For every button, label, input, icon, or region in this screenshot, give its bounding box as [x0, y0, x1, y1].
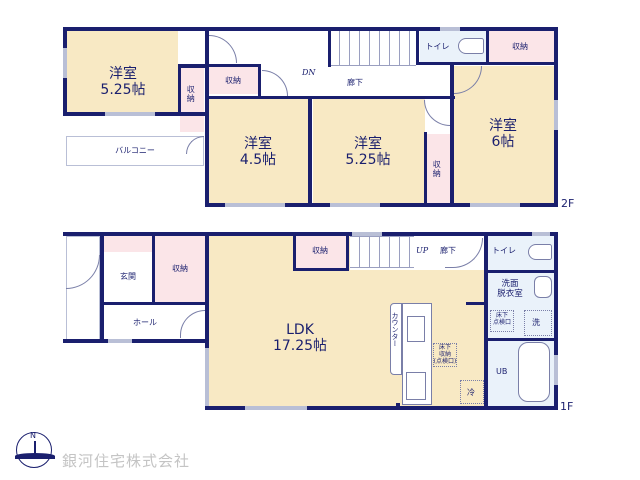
room-western-c-name: 洋室	[354, 136, 382, 152]
storage-entry	[155, 236, 205, 304]
kitchen-counter	[390, 303, 402, 375]
room-ldk-size: 17.25帖	[272, 338, 328, 355]
balcony	[66, 136, 204, 166]
entrance	[104, 252, 152, 304]
storage-2f-d	[488, 30, 554, 62]
underfloor-label-1: 床下	[438, 344, 451, 351]
toilet-1f-label: トイレ	[492, 246, 516, 255]
room-ldk-name: LDK	[286, 322, 314, 338]
washroom-label-2: 脱衣室	[497, 288, 523, 299]
room-western-c	[313, 98, 425, 204]
room-western-d-size: 6帖	[491, 134, 515, 151]
hallway-1f-label: 廊下	[440, 246, 456, 255]
toilet-2f-label: トイレ	[425, 42, 450, 51]
underfloor-label-2: 収納	[438, 350, 451, 358]
inspection-label-2: 点検口	[492, 318, 511, 326]
underfloor-storage	[433, 343, 457, 367]
storage-2f-a	[180, 66, 204, 132]
floor-label-2f: 2F	[561, 197, 575, 210]
counter-label: カウンター	[391, 312, 400, 347]
room-western-b	[208, 98, 308, 204]
hall-label: ホール	[133, 318, 157, 327]
compass-north-label: N	[30, 431, 36, 440]
toilet-icon	[458, 38, 484, 54]
stairs-1f	[350, 236, 414, 268]
storage-entry-label: 収納	[172, 264, 188, 273]
toilet-1f-icon	[528, 244, 552, 260]
storage-2f-c	[426, 134, 450, 204]
stove-icon	[406, 372, 426, 400]
storage-shoe	[104, 236, 152, 252]
storage-2f-a-label: 収納	[186, 85, 196, 103]
entrance-label: 玄関	[120, 272, 136, 281]
room-western-c-size: 5.25帖	[345, 152, 391, 169]
inspection-hatch-wash	[490, 310, 514, 332]
room-western-b-size: 4.5帖	[239, 152, 277, 169]
sink-icon	[407, 316, 425, 342]
storage-2f-d-label: 収納	[512, 42, 528, 51]
fridge-space	[460, 380, 484, 404]
room-western-d-name: 洋室	[489, 118, 517, 134]
balcony-label: バルコニー	[115, 146, 155, 155]
storage-2f-b	[208, 66, 258, 94]
room-western-b-name: 洋室	[244, 136, 272, 152]
room-western-a	[66, 30, 178, 112]
bathtub-icon	[518, 342, 550, 402]
storage-2f-b-label: 収納	[225, 76, 241, 85]
washbasin-icon	[534, 276, 552, 298]
compass-icon: N	[15, 431, 55, 468]
storage-2f-c-label: 収納	[432, 160, 442, 178]
hallway-2f	[260, 70, 450, 98]
bathroom-label: UB	[496, 367, 508, 376]
washroom-label-1: 洗面	[501, 279, 519, 289]
underfloor-label-3: (点検口)	[433, 357, 457, 365]
washer-label: 洗	[532, 318, 540, 327]
inspection-label-1: 床下	[495, 312, 508, 319]
storage-ldk-label: 収納	[312, 246, 328, 255]
company-name: 銀河住宅株式会社	[62, 452, 191, 470]
stairs-2f	[330, 30, 416, 66]
storage-ldk	[296, 236, 346, 268]
floor-label-1f: 1F	[560, 400, 574, 413]
stairs-1f-up-label: UP	[416, 246, 429, 255]
hallway-2f-label: 廊下	[347, 78, 363, 87]
washer-space	[524, 310, 552, 336]
fridge-label: 冷	[467, 388, 475, 397]
room-western-a-size: 5.25帖	[100, 82, 146, 99]
room-western-a-name: 洋室	[109, 66, 137, 82]
stairs-2f-dn-label: DN	[302, 68, 316, 77]
